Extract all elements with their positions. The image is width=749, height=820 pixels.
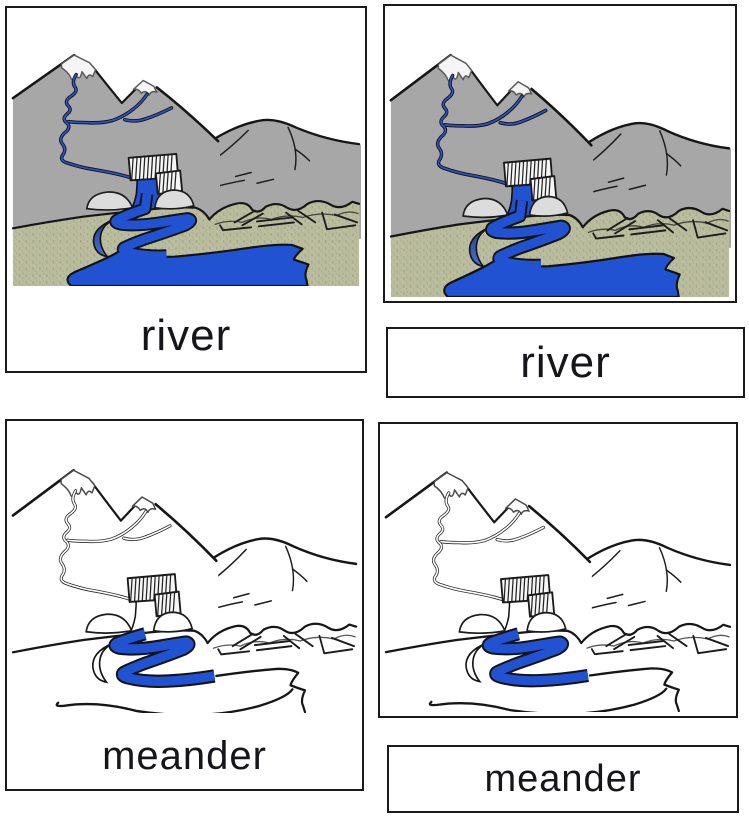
rock-right: [152, 611, 194, 633]
mountain-stream: [58, 489, 172, 610]
card-river-combined: river: [5, 6, 367, 373]
river-picture-colored: [389, 10, 731, 297]
snow-cap-left-peak: [433, 471, 469, 500]
rock-left: [85, 613, 133, 634]
rock-left: [462, 197, 509, 219]
mountain-stream: [59, 72, 174, 188]
cliff-dam: [503, 157, 558, 202]
label-card-meander: meander: [387, 745, 739, 813]
label-card-river: river: [386, 327, 745, 398]
river-landscape-illustration: [389, 53, 731, 297]
snow-cap-left-peak: [437, 54, 473, 83]
rock-right: [526, 611, 567, 633]
snow-cap-left-peak: [60, 54, 97, 81]
rock-right: [528, 195, 569, 218]
snow-cap-right-peak: [505, 498, 530, 515]
card-river-picture: [383, 4, 737, 303]
meander-picture-outline: [384, 428, 732, 712]
river-landscape-illustration: [11, 468, 358, 713]
rock-left: [458, 613, 506, 635]
plain: [11, 622, 358, 713]
field-markings: [592, 217, 729, 240]
snow-cap-right-peak: [131, 496, 157, 514]
mountain-stream: [435, 73, 548, 195]
rock-right: [153, 189, 195, 210]
mountain-stream: [431, 491, 546, 611]
river-landscape-illustration: [11, 53, 361, 286]
field-markings: [590, 632, 730, 656]
river-picture-colored: [11, 12, 361, 286]
meander-picture-outline: [11, 425, 358, 713]
rock-left: [85, 191, 134, 211]
river-colored: [443, 199, 681, 297]
card-label-meander: meander: [102, 733, 267, 778]
river-colored: [66, 193, 310, 286]
meander-highlight: [55, 627, 307, 713]
field-markings: [217, 632, 356, 656]
card-meander-combined: meander: [5, 419, 364, 791]
meander-highlight: [428, 627, 680, 712]
snow-cap-left-peak: [60, 469, 96, 498]
card-meander-picture: [378, 422, 738, 718]
field-markings: [219, 209, 359, 232]
oxbow-lake: [465, 642, 487, 683]
cliff-dam: [126, 573, 182, 618]
river-landscape-illustration: [384, 471, 732, 712]
oxbow-lake: [92, 642, 114, 684]
card-label-river: river: [140, 310, 232, 360]
